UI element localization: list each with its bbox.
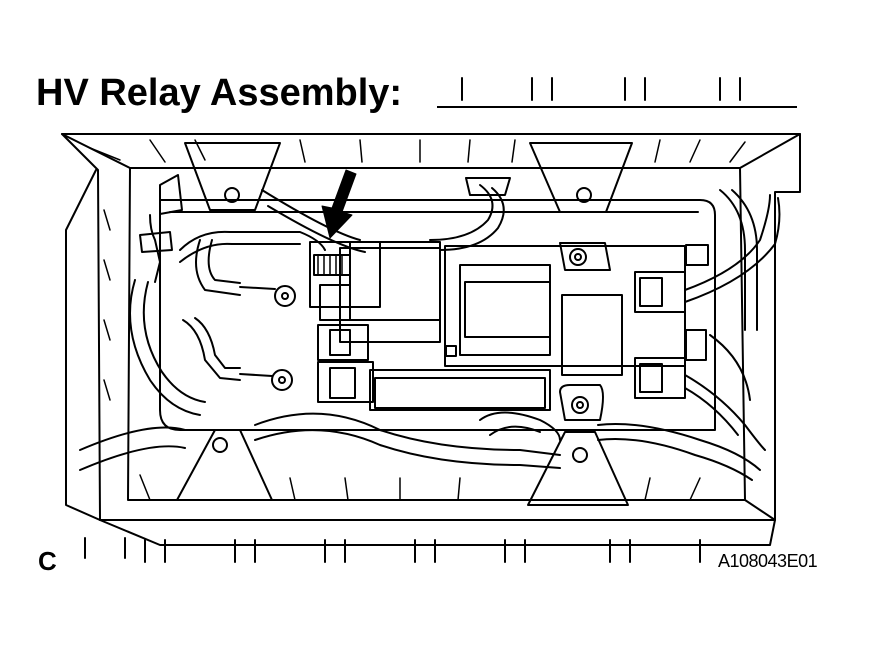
page-title: HV Relay Assembly: [36, 72, 403, 114]
relay-assembly [309, 241, 686, 421]
answer-blank-line [437, 106, 797, 108]
inner-frame [159, 199, 716, 431]
view-letter: C [38, 546, 57, 576]
mounting-brackets [176, 142, 633, 506]
figure-code: A108043E01 [718, 551, 818, 571]
battery-tray [61, 133, 801, 546]
bottom-ticks [84, 537, 701, 563]
right-connectors [634, 244, 709, 399]
blank-ticks [461, 77, 741, 101]
down-arrow-icon [321, 169, 357, 239]
cables [79, 174, 781, 481]
